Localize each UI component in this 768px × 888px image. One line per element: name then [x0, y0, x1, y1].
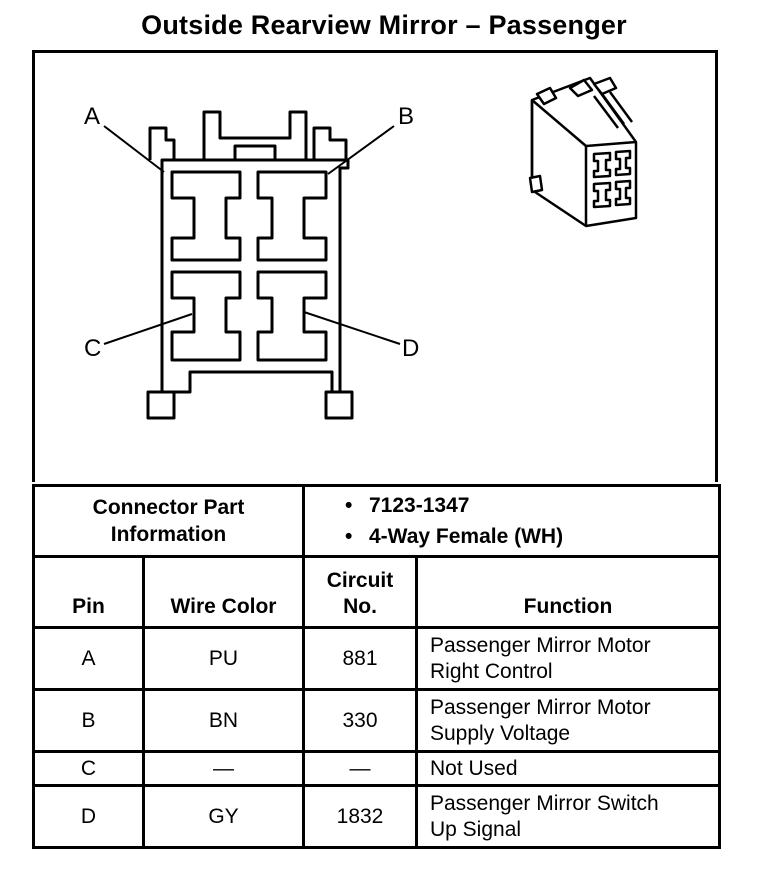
- bullet-icon: •: [345, 494, 353, 517]
- function-cell: Not Used: [415, 750, 721, 787]
- header-function: Function: [415, 555, 721, 629]
- part-number: 7123-1347: [369, 494, 470, 517]
- pin-label-a: A: [84, 103, 100, 130]
- pin-cell: B: [32, 688, 145, 753]
- table-row: C — — Not Used: [32, 750, 721, 787]
- header-wire-color: Wire Color: [142, 555, 305, 629]
- pin-cell: D: [32, 784, 145, 849]
- diagram-frame: [32, 50, 718, 482]
- connector-info-table: Connector Part Information • 7123-1347 • 4…: [32, 484, 721, 849]
- pin-cell: A: [32, 626, 145, 691]
- connector-diagram: A B C D: [84, 76, 638, 420]
- connector-face-view: [146, 110, 354, 420]
- cavity-D: [256, 270, 328, 362]
- diagram-title: Outside Rearview Mirror – Passenger: [141, 10, 627, 40]
- wire-color-cell: BN: [142, 688, 305, 753]
- wire-color-cell: —: [142, 750, 305, 787]
- circuit-cell: —: [302, 750, 418, 787]
- cavity-A: [170, 170, 242, 262]
- connector-iso-view: [528, 76, 638, 228]
- bullet-icon: •: [345, 525, 353, 548]
- cavity-C: [170, 270, 242, 362]
- pin-label-d: D: [402, 335, 419, 362]
- circuit-cell: 330: [302, 688, 418, 753]
- connector-part-info-values: • 7123-1347 • 4-Way Female (WH): [302, 484, 721, 558]
- pin-label-b: B: [398, 103, 414, 130]
- header-pin: Pin: [32, 555, 145, 629]
- circuit-cell: 1832: [302, 784, 418, 849]
- wire-color-cell: GY: [142, 784, 305, 849]
- pin-label-c: C: [84, 335, 101, 362]
- wire-color-cell: PU: [142, 626, 305, 691]
- circuit-cell: 881: [302, 626, 418, 691]
- connector-part-info-label: Connector Part Information: [32, 484, 305, 558]
- leader-lines: [103, 125, 401, 345]
- pin-cell: C: [32, 750, 145, 787]
- connector-type: 4-Way Female (WH): [369, 525, 564, 548]
- cavity-B: [256, 170, 328, 262]
